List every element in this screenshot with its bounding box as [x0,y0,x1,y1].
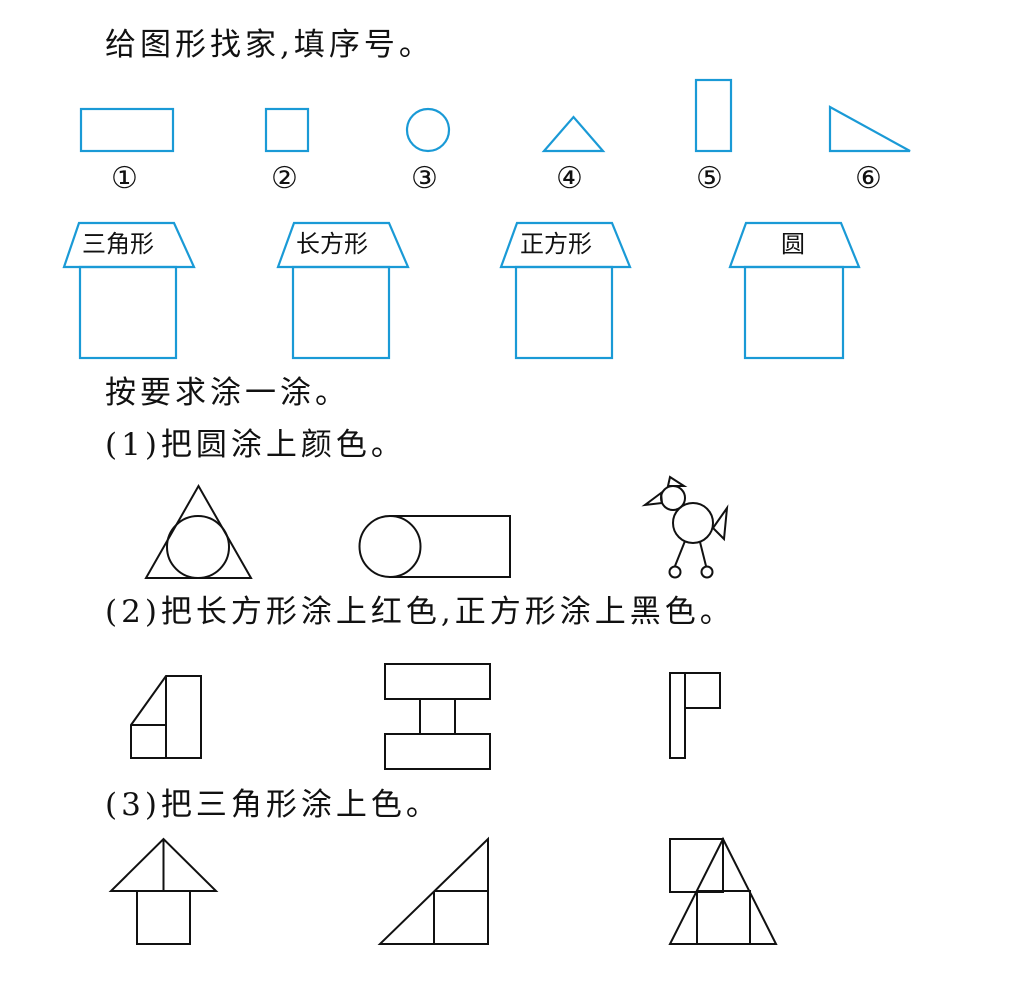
shape-number-3: ③ [411,161,438,196]
figure-bird [641,475,729,579]
shape-triangle [541,115,606,153]
shape-right-triangle [828,105,911,153]
q2-part3: (3)把三角形涂上色。 [105,787,441,823]
shape-number-6: ⑥ [855,161,882,196]
shape-number-2: ② [271,161,298,196]
q1-title: 给图形找家,填序号。 [105,27,434,63]
figure-triangle-in-rect [668,836,778,945]
figure-flag [669,672,721,759]
shape-tall-rectangle [694,78,733,153]
house-label-square: 正方形 [520,230,592,258]
q2-part2: (2)把长方形涂上红色,正方形涂上黑色。 [105,594,735,630]
house-triangle [62,221,196,360]
shape-wide-rectangle [79,107,175,153]
figure-capsule [358,515,511,578]
figure-house-roof [108,837,219,945]
house-circle [728,221,861,360]
house-label-rectangle: 长方形 [296,230,368,258]
house-square [499,221,632,360]
house-label-circle: 圆 [781,230,805,258]
house-rectangle [276,221,410,360]
shape-number-1: ① [111,161,138,196]
figure-triangle-with-circle [144,483,253,579]
figure-i-beam [384,663,491,770]
shape-circle [405,107,451,153]
house-label-triangle: 三角形 [82,230,154,258]
q2-title: 按要求涂一涂。 [105,375,350,411]
q2-part1: (1)把圆涂上颜色。 [105,427,406,463]
shape-number-4: ④ [556,161,583,196]
figure-right-triangle-split [377,836,489,945]
shape-square [264,107,310,153]
shape-number-5: ⑤ [696,161,723,196]
figure-trapezoid-blocks [130,675,202,759]
